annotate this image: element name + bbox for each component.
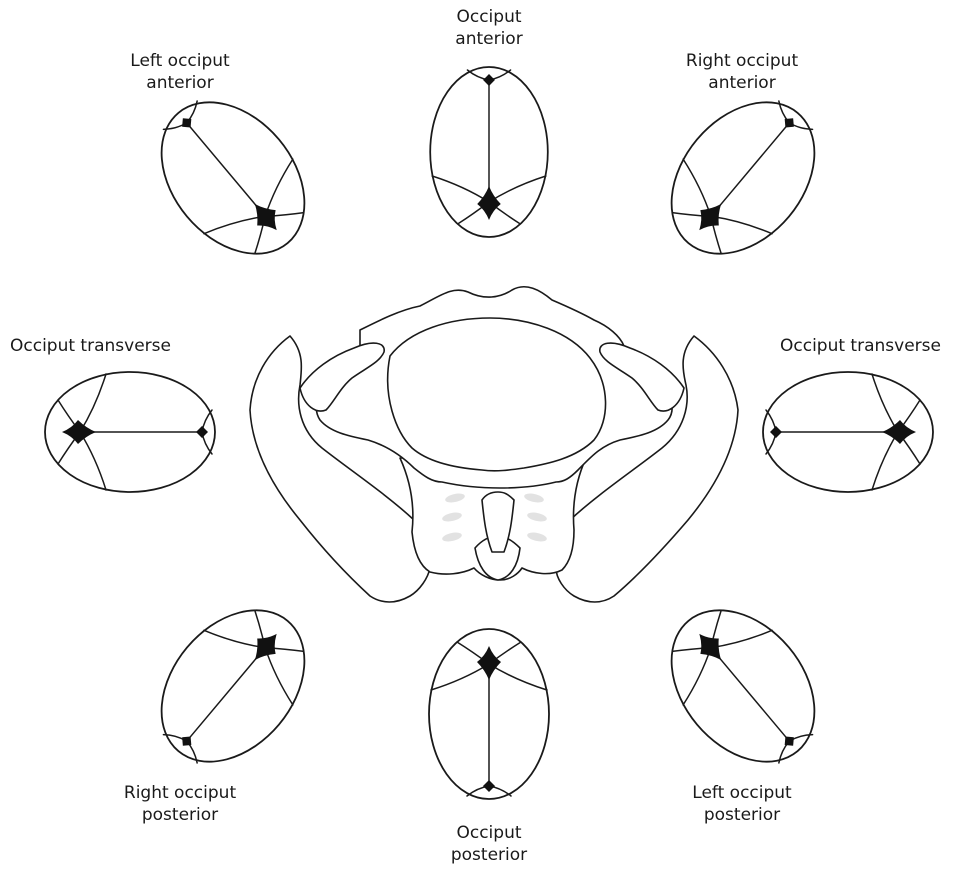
sacral-foramen bbox=[527, 512, 547, 522]
label-line: Right occiput bbox=[123, 783, 237, 803]
skull-occiput-anterior bbox=[429, 66, 549, 238]
sacral-foramen bbox=[442, 532, 462, 542]
sacral-foramen bbox=[524, 493, 544, 503]
label-occiput-anterior: Occiput anterior bbox=[439, 6, 539, 50]
label-line: Occiput transverse bbox=[780, 336, 941, 356]
label-occiput-transverse-right: Occiput transverse bbox=[780, 335, 950, 357]
skull-occiput-transverse-left bbox=[44, 371, 216, 493]
label-left-occiput-anterior: Left occiput anterior bbox=[110, 50, 250, 94]
label-line: posterior bbox=[703, 805, 781, 825]
pelvis-right-ischial-spine bbox=[599, 342, 685, 412]
pelvis-left-ischial-spine bbox=[299, 342, 385, 412]
label-line: posterior bbox=[141, 805, 219, 825]
label-line: anterior bbox=[455, 29, 523, 49]
skull-left-occiput-anterior bbox=[131, 73, 335, 283]
label-occiput-transverse-left: Occiput transverse bbox=[10, 335, 210, 357]
label-right-occiput-anterior: Right occiput anterior bbox=[672, 50, 812, 94]
skull-right-occiput-posterior bbox=[131, 581, 335, 791]
sacral-foramen bbox=[445, 493, 465, 503]
label-line: Left occiput bbox=[692, 783, 792, 803]
skull-occiput-posterior bbox=[428, 628, 550, 800]
label-line: anterior bbox=[146, 73, 214, 93]
pelvis-inlet bbox=[386, 317, 607, 472]
skull-occiput-transverse-right bbox=[762, 371, 934, 493]
label-line: Occiput transverse bbox=[10, 336, 171, 356]
label-line: Occiput bbox=[456, 823, 522, 843]
maternal-pelvis bbox=[249, 285, 739, 603]
label-line: Occiput bbox=[456, 7, 522, 27]
label-left-occiput-posterior: Left occiput posterior bbox=[672, 782, 812, 826]
pelvis-sacral-midline bbox=[481, 491, 515, 553]
label-occiput-posterior: Occiput posterior bbox=[439, 822, 539, 866]
label-right-occiput-posterior: Right occiput posterior bbox=[110, 782, 250, 826]
pelvis-right-iliac-wing bbox=[555, 335, 739, 603]
skull-left-occiput-posterior bbox=[641, 581, 845, 791]
label-line: Right occiput bbox=[685, 51, 799, 71]
skull-right-occiput-anterior bbox=[641, 73, 845, 283]
sacral-foramen bbox=[527, 532, 547, 542]
label-line: Left occiput bbox=[130, 51, 230, 71]
label-line: anterior bbox=[708, 73, 776, 93]
sacral-foramen bbox=[442, 512, 462, 522]
label-line: posterior bbox=[450, 845, 528, 865]
pelvis-left-iliac-wing bbox=[249, 335, 431, 603]
